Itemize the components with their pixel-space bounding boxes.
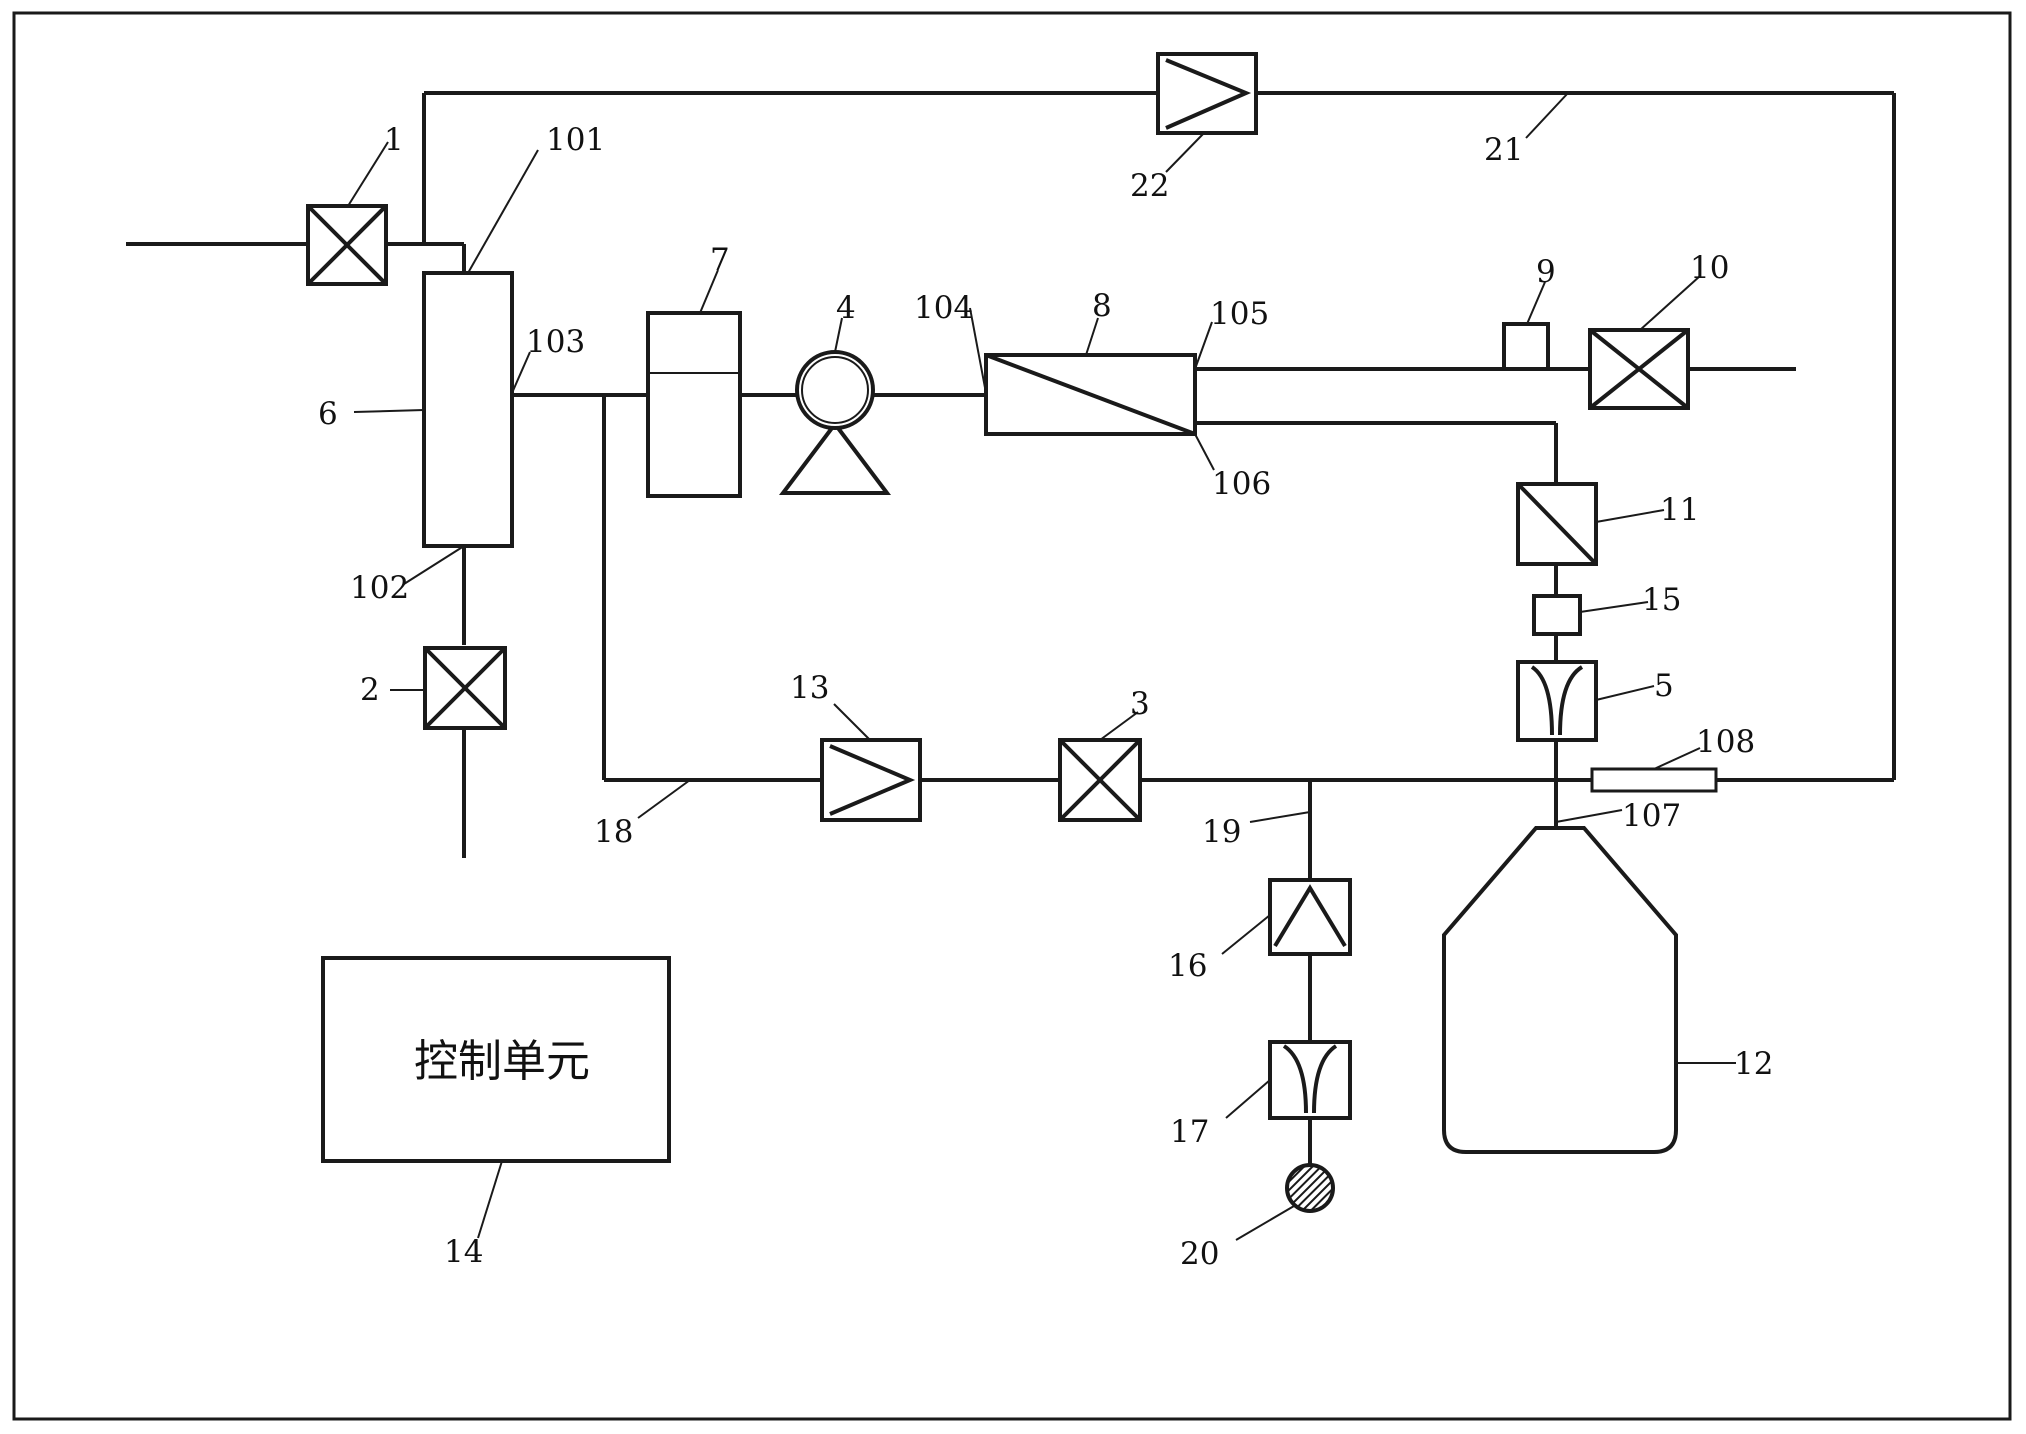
label-3: 3 bbox=[1130, 686, 1150, 722]
pump-4-icon bbox=[778, 350, 892, 495]
nozzle-17-icon bbox=[1268, 1040, 1352, 1120]
label-104: 104 bbox=[914, 290, 973, 326]
label-8: 8 bbox=[1092, 288, 1112, 324]
label-101: 101 bbox=[546, 122, 605, 158]
label-15: 15 bbox=[1642, 582, 1681, 618]
element-108 bbox=[1590, 767, 1718, 793]
leader-lines bbox=[347, 92, 1736, 1241]
label-18: 18 bbox=[594, 814, 633, 850]
label-2: 2 bbox=[360, 672, 380, 708]
label-21: 21 bbox=[1484, 132, 1523, 168]
check-valve-22-icon bbox=[1156, 52, 1258, 135]
label-4: 4 bbox=[836, 290, 856, 326]
label-9: 9 bbox=[1536, 254, 1556, 290]
diagram-frame bbox=[12, 11, 2012, 1421]
label-7: 7 bbox=[710, 242, 730, 278]
pipelines bbox=[126, 91, 1896, 1164]
control-unit-text: 控制单元 bbox=[414, 1036, 590, 1087]
label-103: 103 bbox=[526, 324, 585, 360]
sensor-9 bbox=[1502, 322, 1550, 371]
label-5: 5 bbox=[1654, 668, 1674, 704]
label-102: 102 bbox=[350, 570, 409, 606]
endpoint-20-icon bbox=[1285, 1163, 1335, 1213]
label-16: 16 bbox=[1168, 948, 1207, 984]
label-22: 22 bbox=[1130, 168, 1169, 204]
valve-3-icon bbox=[1058, 738, 1142, 822]
tank-12 bbox=[1442, 826, 1678, 1154]
label-19: 19 bbox=[1202, 814, 1241, 850]
label-6: 6 bbox=[318, 396, 338, 432]
label-106: 106 bbox=[1212, 466, 1271, 502]
label-12: 12 bbox=[1734, 1046, 1773, 1082]
valve-10-icon bbox=[1588, 328, 1690, 410]
label-17: 17 bbox=[1170, 1114, 1209, 1150]
nozzle-5-icon bbox=[1516, 660, 1598, 742]
label-1: 1 bbox=[384, 122, 404, 158]
label-13: 13 bbox=[790, 670, 829, 706]
label-20: 20 bbox=[1180, 1236, 1219, 1272]
check-valve-16-icon bbox=[1268, 878, 1352, 956]
unit-7 bbox=[646, 311, 742, 498]
label-105: 105 bbox=[1210, 296, 1269, 332]
valve-1-icon bbox=[306, 204, 388, 286]
reference-labels: 1 2 3 4 5 6 7 8 9 10 11 12 13 14 15 16 1… bbox=[318, 122, 1773, 1272]
valve-2-icon bbox=[423, 646, 507, 730]
label-10: 10 bbox=[1690, 250, 1729, 286]
component-15 bbox=[1532, 594, 1582, 636]
control-unit-box bbox=[321, 956, 671, 1163]
filter-11-icon bbox=[1516, 482, 1598, 566]
check-valve-13-icon bbox=[820, 738, 922, 822]
label-107: 107 bbox=[1622, 798, 1681, 834]
tank-6 bbox=[422, 271, 514, 548]
membrane-module-8 bbox=[984, 353, 1197, 436]
label-11: 11 bbox=[1660, 492, 1699, 528]
label-14: 14 bbox=[444, 1234, 483, 1270]
label-108: 108 bbox=[1696, 724, 1755, 760]
